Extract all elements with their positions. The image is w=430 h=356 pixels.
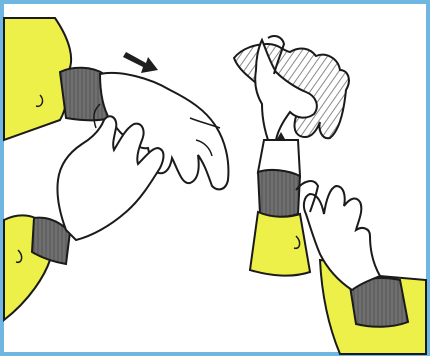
cuff-upper-right	[258, 170, 300, 217]
sleeve-right-mid	[250, 212, 310, 276]
